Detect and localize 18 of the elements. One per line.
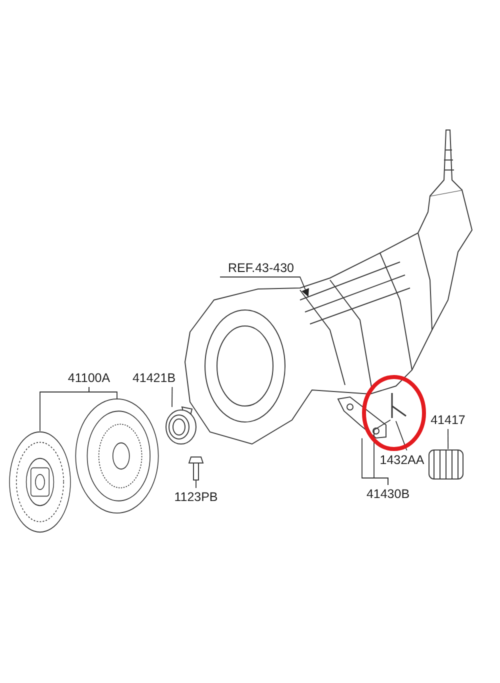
release-fork-drawing [336,395,388,440]
bolt-drawing [187,455,205,481]
part-number: 1432AA [378,452,426,468]
part-number: 41430B [362,486,414,502]
clutch-disc-drawing [8,430,72,534]
part-number: 41417 [426,412,470,428]
rubber-boot-drawing [428,447,466,481]
pressure-plate-drawing [74,398,160,514]
leader-line [88,386,118,400]
leader-line [448,428,449,450]
leader-line [374,420,391,486]
leader-arrow [220,276,309,297]
part-number: 1123PB [169,489,223,505]
part-number: 41100A [62,370,116,386]
part-number: REF.43-430 [220,260,302,276]
part-number: 41421B [128,370,180,386]
release-bearing-drawing [164,405,196,445]
leader-line [172,386,173,408]
